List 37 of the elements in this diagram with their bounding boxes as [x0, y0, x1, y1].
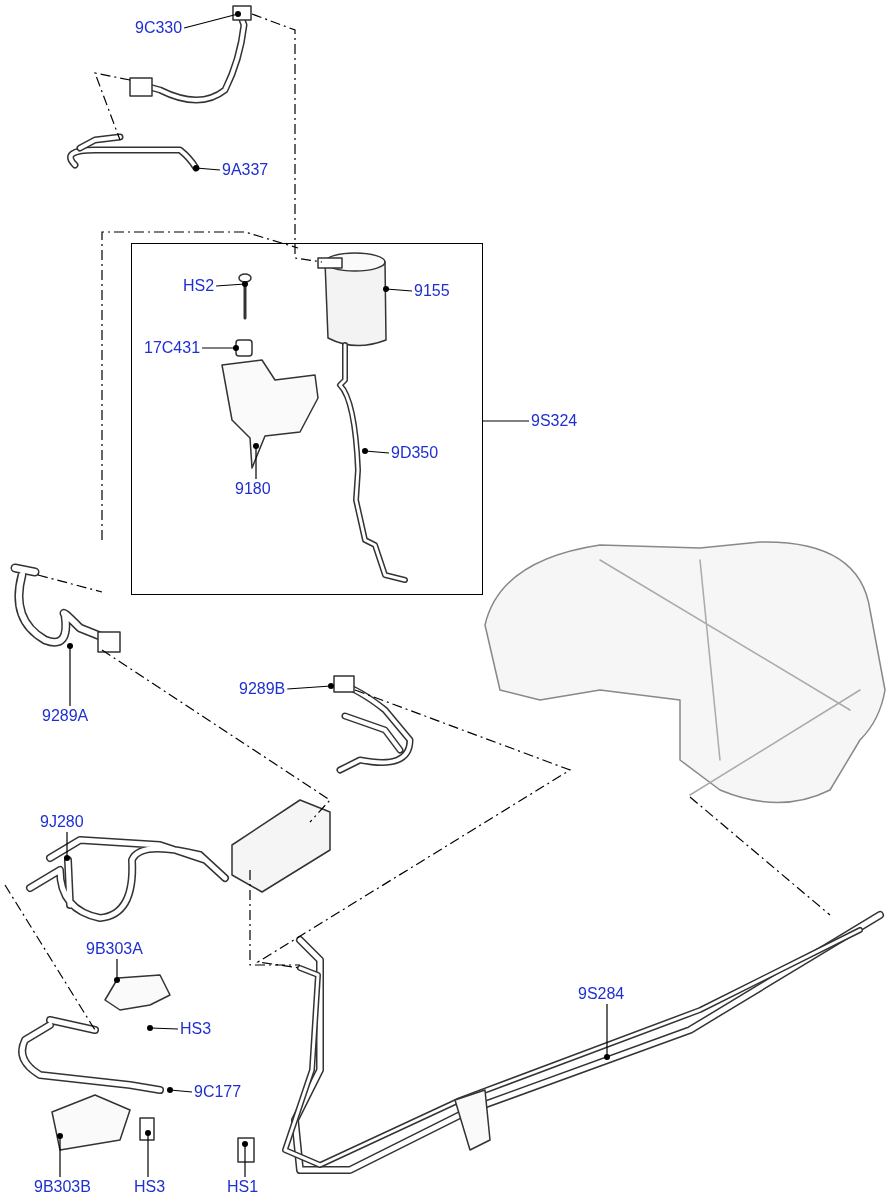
leader-line: [286, 683, 334, 690]
callout-number: 9180: [235, 480, 271, 498]
leader-line: [193, 165, 221, 171]
callout-number: 9S284: [578, 985, 625, 1003]
leader-line: [242, 1141, 248, 1178]
callout-number: HS3: [180, 1020, 212, 1038]
callout-number: HS3: [134, 1178, 166, 1196]
callout-number: 9155: [414, 282, 450, 300]
callout-number: 9C177: [194, 1083, 242, 1101]
callout-number: 9C330: [135, 19, 183, 37]
leader-line: [362, 448, 390, 454]
leader-line: [215, 281, 248, 287]
leader-line: [253, 443, 259, 480]
group-frame: [131, 243, 483, 595]
leader-line: [201, 345, 239, 351]
leader-line: [57, 1133, 63, 1178]
leader-line: [147, 1025, 179, 1031]
leader-line: [67, 643, 73, 707]
callout-number: 9289A: [42, 707, 89, 725]
leader-line: [64, 831, 70, 861]
leader-line: [167, 1087, 193, 1093]
callout-number: 9S324: [531, 412, 578, 430]
leader-line: [183, 11, 241, 29]
callout-number: 9A337: [222, 161, 269, 179]
callout-number: 17C431: [144, 339, 201, 357]
leader-line: [383, 286, 413, 292]
callout-number: 9J280: [40, 813, 84, 831]
leader-line: [114, 958, 120, 983]
callout-number: 9B303B: [34, 1178, 91, 1196]
leader-line: [145, 1130, 151, 1178]
leader-line: [604, 1003, 610, 1060]
callout-number: HS1: [227, 1178, 259, 1196]
callout-number: 9D350: [391, 444, 439, 462]
callout-number: HS2: [183, 277, 215, 295]
callout-number: 9289B: [239, 680, 286, 698]
callout-number: 9B303A: [86, 940, 143, 958]
leader-line: [482, 420, 530, 422]
